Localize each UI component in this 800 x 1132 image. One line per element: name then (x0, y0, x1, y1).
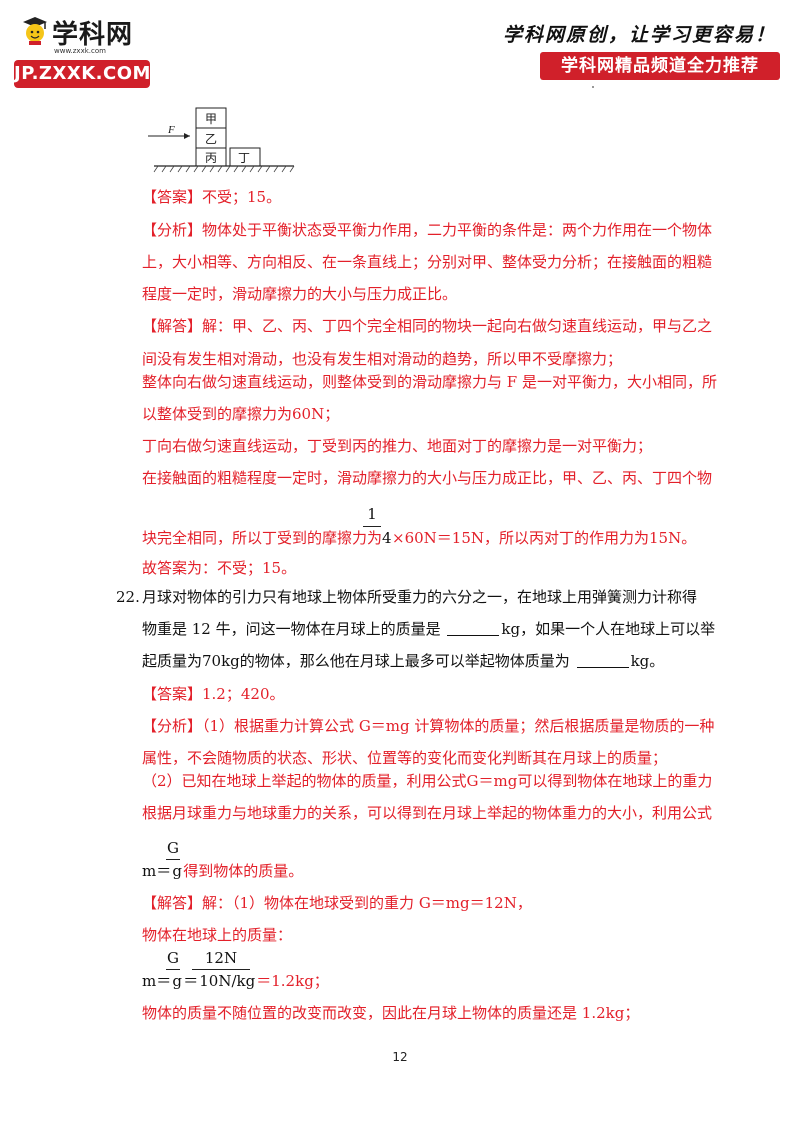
zxxk-logo[interactable]: 学科网 www.zxxk.com JP.ZXXK.COM (12, 10, 152, 88)
q21-solution-tail: 块完全相同，所以丁受到的摩擦力为4×60N＝15N，所以丙对丁的作用力为15N。 (142, 528, 696, 548)
blocks-diagram: F 甲 乙 丙 丁 (148, 107, 295, 173)
q21-answer: 【答案】不受；15。 (142, 188, 282, 206)
formula1-denominator: g (172, 862, 183, 880)
logo-title: 学科网 (52, 20, 134, 50)
q22-formula1-line: m＝g得到物体的质量。 (142, 861, 303, 881)
q22-stem-text: kg，如果一个人在地球上可以举 (501, 620, 716, 638)
q22-stem-line: 月球对物体的引力只有地球上物体所受重力的六分之一，在地球上用弹簧测力计称得 (142, 588, 698, 606)
blocks-diagram-graphics (148, 107, 295, 173)
q21-solution-line: 在接触面的粗糙程度一定时，滑动摩擦力的大小与压力成正比，甲、乙、丙、丁四个物 (142, 469, 713, 487)
formula2-lhs: m＝ (142, 972, 172, 990)
q21-solution-line: 间没有发生相对滑动，也没有发生相对滑动的趋势，所以甲不受摩擦力； (142, 350, 623, 368)
q22-stem-text: kg。 (630, 652, 665, 670)
q22-analysis-line: 属性，不会随物质的状态、形状、位置等的变化而变化判断其在月球上的质量； (142, 749, 668, 767)
q21-solution-line: 【解答】解：甲、乙、丙、丁四个完全相同的物块一起向右做匀速直线运动，甲与乙之 (142, 317, 713, 335)
q22-formula2-line: m＝g＝10N/kg＝1.2kg； (142, 971, 329, 991)
logo-url: www.zxxk.com (54, 47, 106, 55)
formula1-tail: 得到物体的质量。 (183, 862, 304, 880)
q21-solution-line: 丁向右做匀速直线运动，丁受到丙的推力、地面对丁的摩擦力是一对平衡力； (142, 437, 653, 455)
answer-blank[interactable] (447, 622, 500, 636)
block-jia: 甲 (205, 112, 217, 126)
formula1-numerator: G (167, 839, 179, 857)
formula2-bar (192, 969, 250, 970)
header-dot (592, 86, 594, 88)
mascot-icon (23, 17, 47, 45)
page-header: 学科网 www.zxxk.com JP.ZXXK.COM 学科网原创，让学习更容… (0, 0, 800, 95)
q21-solution-line: 以整体受到的摩擦力为60N； (142, 405, 340, 423)
block-bing: 丙 (205, 151, 217, 165)
q22-analysis-line: （2）已知在地球上举起的物体的质量，利用公式G＝mg可以得到物体在地球上的重力 (142, 772, 713, 790)
fraction-numerator: 1 (367, 505, 377, 523)
channel-badge[interactable]: 学科网精品频道全力推荐 (540, 52, 780, 80)
q22-stem-line: 物重是 12 牛，问这一物体在月球上的质量是 kg，如果一个人在地球上可以举 (142, 619, 715, 639)
q22-stem-text: 物重是 12 牛，问这一物体在月球上的质量是 (142, 620, 446, 638)
formula2-numerator: 12N (204, 949, 238, 967)
q21-solution-tail-pre: 块完全相同，所以丁受到的摩擦力为 (142, 529, 383, 547)
block-yi: 乙 (205, 132, 217, 146)
block-ding: 丁 (238, 151, 250, 165)
fraction-denominator: 4 (382, 529, 392, 547)
q22-stem-line: 起质量为70kg的物体，那么他在月球上最多可以举起物体质量为 kg。 (142, 651, 664, 671)
q22-solution-line: 物体在地球上的质量： (142, 926, 293, 944)
q21-solution-line: 整体向右做匀速直线运动，则整体受到的滑动摩擦力与 F 是一对平衡力，大小相同，所 (142, 373, 717, 391)
q22-analysis-line: 根据月球重力与地球重力的关系，可以得到在月球上举起的物体重力的大小，利用公式 (142, 804, 713, 822)
header-slogan: 学科网原创，让学习更容易！ (502, 24, 776, 46)
logo-badge: JP.ZXXK.COM (14, 60, 150, 88)
formula2-denominator: 10N/kg (199, 972, 256, 990)
formula1-lhs: m＝ (142, 862, 172, 880)
q22-stem-text: 起质量为70kg的物体，那么他在月球上最多可以举起物体质量为 (142, 652, 575, 670)
q22-number: 22. (116, 588, 140, 606)
page-number: 12 (392, 1050, 408, 1064)
fraction-bar (363, 526, 381, 527)
q21-solution-tail-post: ×60N＝15N，所以丙对丁的作用力为15N。 (392, 529, 697, 547)
q21-analysis-line: 上，大小相等、方向相反、在一条直线上；分别对甲、整体受力分析；在接触面的粗糙 (142, 253, 713, 271)
q22-solution-line: 物体的质量不随位置的改变而改变，因此在月球上物体的质量还是 1.2kg； (142, 1004, 640, 1022)
answer-blank[interactable] (576, 654, 629, 668)
formula2-tail: ＝1.2kg； (256, 972, 329, 990)
q21-final-answer: 故答案为：不受；15。 (142, 559, 297, 577)
formula2-equals: ＝ (183, 972, 199, 990)
q22-answer: 【答案】1.2；420。 (142, 685, 285, 703)
q21-analysis-line: 【分析】物体处于平衡状态受平衡力作用，二力平衡的条件是：两个力作用在一个物体 (142, 221, 713, 239)
q22-solution-line: 【解答】解：（1）物体在地球受到的重力 G＝mg＝12N， (142, 894, 532, 912)
formula1-bar (166, 859, 180, 860)
q22-analysis-line: 【分析】（1）根据重力计算公式 G＝mg 计算物体的质量；然后根据质量是物质的一… (142, 717, 715, 735)
formula2-denominator: g (172, 972, 183, 990)
q21-analysis-line: 程度一定时，滑动摩擦力的大小与压力成正比。 (142, 285, 458, 303)
force-label: F (167, 124, 175, 136)
formula2-bar (166, 969, 180, 970)
formula2-numerator: G (167, 949, 179, 967)
